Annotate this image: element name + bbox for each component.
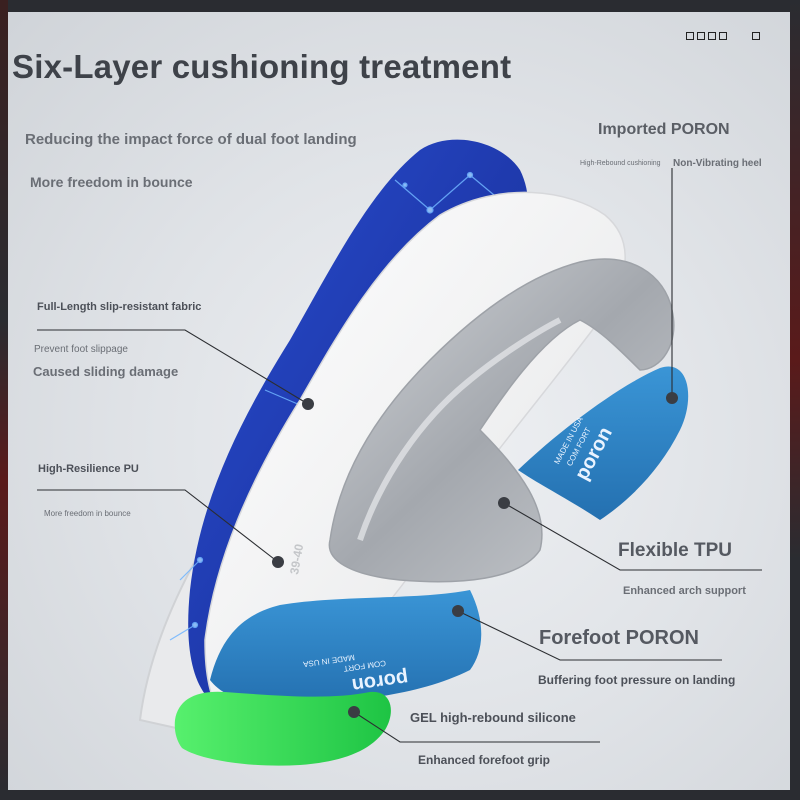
forefoot-poron-pad (210, 590, 482, 706)
corner-mark (719, 32, 727, 40)
callout-lines (37, 168, 762, 743)
note-buffering: Buffering foot pressure on landing (538, 673, 736, 687)
note-prevent-slippage: Prevent foot slippage (34, 344, 128, 355)
frame-top-border (0, 0, 800, 12)
subtitle-bounce: More freedom in bounce (30, 174, 193, 190)
gel-layer (174, 691, 391, 766)
tpu-highlight (357, 317, 562, 541)
subtitle-impact: Reducing the impact force of dual foot l… (25, 131, 357, 148)
page-title: Six-Layer cushioning treatment (12, 48, 512, 85)
label-pu: High-Resilience PU (38, 463, 139, 475)
frame-bottom-border (0, 790, 800, 800)
callout-dots (272, 392, 678, 718)
note-non-vibrating: Non-Vibrating heel (673, 158, 762, 169)
label-forefoot-poron: Forefoot PORON (539, 627, 699, 649)
corner-mark (697, 32, 705, 40)
label-imported-poron: Imported PORON (598, 121, 730, 138)
frame-left-border (0, 0, 8, 800)
corner-mark (686, 32, 694, 40)
label-gel: GEL high-rebound silicone (410, 710, 576, 725)
note-sliding-damage: Caused sliding damage (33, 364, 179, 379)
frame-right-border (790, 0, 800, 800)
note-arch-support: Enhanced arch support (623, 585, 746, 597)
corner-mark (708, 32, 716, 40)
corner-marks (686, 32, 760, 40)
label-tpu: Flexible TPU (618, 540, 733, 561)
tpu-layer (328, 258, 675, 583)
heel-poron-pad (518, 366, 689, 520)
corner-mark (752, 32, 760, 40)
insole-size: 39-40 (287, 543, 306, 576)
note-pu-bounce: More freedom in bounce (44, 509, 131, 518)
label-fabric: Full-Length slip-resistant fabric (37, 301, 202, 313)
note-high-rebound: High-Rebound cushioning (580, 160, 661, 167)
note-forefoot-grip: Enhanced forefoot grip (418, 753, 550, 767)
